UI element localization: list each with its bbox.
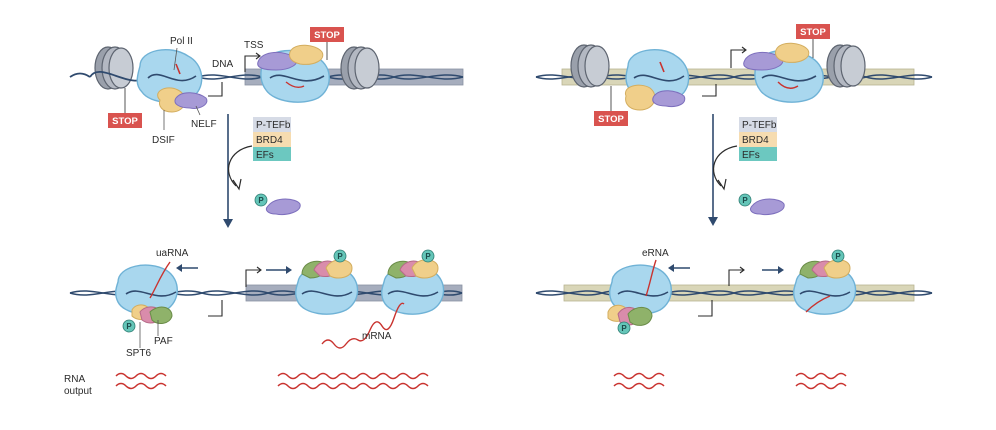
mrna-strand — [321, 302, 405, 349]
released-nelf-phospho: P — [254, 193, 301, 215]
rna-wave — [613, 382, 665, 390]
svg-text:P: P — [258, 196, 264, 205]
svg-text:STOP: STOP — [314, 30, 340, 41]
svg-text:STOP: STOP — [598, 114, 624, 125]
rna-wave — [795, 382, 847, 390]
release-arrow — [227, 145, 253, 187]
dna-strand — [69, 72, 91, 78]
panel-promoter-elongating: P P P uaRNA — [69, 248, 463, 359]
svg-text:P: P — [621, 324, 627, 333]
svg-text:P: P — [742, 196, 748, 205]
dsif-factor — [624, 84, 656, 111]
rna-output-label: output — [64, 386, 92, 397]
pol2-label: Pol II — [170, 36, 193, 47]
svg-text:BRD4: BRD4 — [742, 135, 769, 146]
stop-sign: STOP — [108, 88, 142, 128]
svg-text:P-TEFb: P-TEFb — [742, 120, 777, 131]
svg-text:STOP: STOP — [800, 27, 826, 38]
dsif-label: DSIF — [152, 135, 175, 146]
pol2-elongating: P — [295, 249, 359, 315]
svg-text:BRD4: BRD4 — [256, 135, 283, 146]
rna-wave — [115, 372, 167, 380]
rna-wave — [277, 372, 429, 380]
nelf-factor — [174, 92, 208, 109]
svg-text:P: P — [835, 252, 841, 261]
svg-text:P: P — [337, 252, 343, 261]
rna-wave — [795, 372, 847, 380]
pol2-elongating: P — [381, 249, 445, 315]
factor-box-right: P-TEFb BRD4 EFs — [739, 117, 777, 161]
svg-text:P: P — [425, 252, 431, 261]
nelf-factor — [652, 90, 686, 107]
mrna-label: mRNA — [362, 331, 392, 342]
pol2-elongating: P — [793, 249, 857, 315]
release-arrow — [712, 145, 738, 187]
erna-label: eRNA — [642, 248, 669, 259]
nucleosome — [570, 44, 610, 88]
nucleosome — [826, 44, 866, 88]
svg-text:STOP: STOP — [112, 116, 138, 127]
paf-label: PAF — [154, 336, 173, 347]
rna-wave — [277, 382, 429, 390]
tss-label: TSS — [244, 40, 264, 51]
rna-wave — [613, 372, 665, 380]
rna-output-waves — [115, 372, 847, 390]
uarna-label: uaRNA — [156, 248, 189, 259]
nucleosome — [94, 46, 134, 90]
pol2-antisense — [115, 261, 178, 315]
spt6-label: SPT6 — [126, 348, 151, 359]
svg-text:P-TEFb: P-TEFb — [256, 120, 291, 131]
dna-label: DNA — [212, 59, 233, 70]
nucleosome — [340, 46, 380, 90]
panel-enhancer-paused: STOP STOP — [535, 24, 933, 126]
released-nelf-phospho: P — [738, 193, 785, 215]
stop-sign: STOP — [594, 86, 628, 126]
panel-enhancer-elongating: P P eRNA — [535, 248, 933, 335]
divergent-tss-arrow — [208, 82, 223, 97]
factor-box-left: P-TEFb BRD4 EFs — [253, 117, 291, 161]
svg-text:P: P — [126, 322, 132, 331]
pol2-antisense — [609, 259, 672, 315]
svg-text:EFs: EFs — [256, 150, 274, 161]
dsif-factor — [289, 44, 324, 65]
rna-output-label: RNA — [64, 374, 85, 385]
svg-text:EFs: EFs — [742, 150, 760, 161]
stop-sign: STOP — [310, 27, 344, 60]
nelf-factor — [743, 52, 784, 71]
stop-sign: STOP — [796, 24, 830, 58]
rna-wave — [115, 382, 167, 390]
nelf-factor — [257, 52, 298, 71]
tss-arrow — [244, 55, 259, 72]
dsif-factor — [775, 42, 810, 63]
panel-promoter-paused: STOP STOP Pol II TSS DNA NELF DSIF — [69, 27, 464, 146]
nelf-label: NELF — [191, 119, 217, 130]
